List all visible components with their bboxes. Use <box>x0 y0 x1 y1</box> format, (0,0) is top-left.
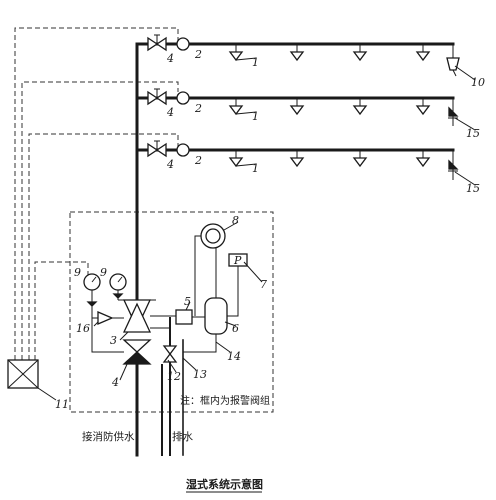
label-13: 13 <box>193 368 207 381</box>
alarm-controller <box>7 359 39 389</box>
label-9: 9 <box>74 266 81 279</box>
flow-indicator-icon <box>176 37 190 51</box>
label-14: 14 <box>227 350 241 363</box>
label-2: 2 <box>194 154 202 167</box>
part-labels: 1 1 1 2 2 2 4 4 4 10 15 15 8 P 7 5 6 14 … <box>55 48 485 411</box>
signal-lines <box>14 27 179 360</box>
label-16: 16 <box>76 322 90 335</box>
leader-lines <box>37 57 476 401</box>
label-15: 15 <box>466 127 480 140</box>
label-4: 4 <box>166 106 174 119</box>
diagram-title: 湿式系统示意图 <box>186 477 263 491</box>
label-9: 9 <box>100 266 107 279</box>
alarm-valve <box>118 299 156 333</box>
label-10: 10 <box>471 76 485 89</box>
drain-valves <box>150 327 178 363</box>
label-4: 4 <box>166 52 174 65</box>
label-3: 3 <box>110 334 117 347</box>
label-6: 6 <box>232 322 239 335</box>
label-7: 7 <box>260 278 267 291</box>
label-15: 15 <box>466 182 480 195</box>
pressure-switch-7 <box>227 253 248 317</box>
bypass-line <box>91 311 124 353</box>
label-12: 12 <box>167 370 181 383</box>
label-2: 2 <box>194 102 202 115</box>
inlet-caption: 接消防供水 <box>82 430 135 443</box>
label-1: 1 <box>252 110 259 123</box>
alarm-valve-group-frame <box>69 211 274 413</box>
label-5: 5 <box>184 295 191 308</box>
label-p: P <box>233 254 242 267</box>
sprinklers <box>228 44 431 168</box>
floor-valves <box>147 34 190 158</box>
label-1: 1 <box>252 162 259 175</box>
label-11: 11 <box>55 398 69 411</box>
flow-indicator-icon <box>176 91 190 105</box>
gate-valve-4 <box>122 339 152 365</box>
label-4: 4 <box>111 376 119 389</box>
label-1: 1 <box>252 56 259 69</box>
label-4: 4 <box>166 158 174 171</box>
label-8: 8 <box>232 214 239 227</box>
drain-caption: 排水 <box>172 430 193 443</box>
floor-branches <box>135 42 455 152</box>
pressure-gauges <box>83 273 127 318</box>
hydraulic-alarm-bell <box>194 223 226 316</box>
end-devices <box>446 44 460 180</box>
flow-indicator-icon <box>176 143 190 157</box>
label-2: 2 <box>194 48 202 61</box>
alarm-valve-group-note: 注：框内为报警阀组 <box>180 394 270 407</box>
retard-chamber <box>150 309 205 325</box>
